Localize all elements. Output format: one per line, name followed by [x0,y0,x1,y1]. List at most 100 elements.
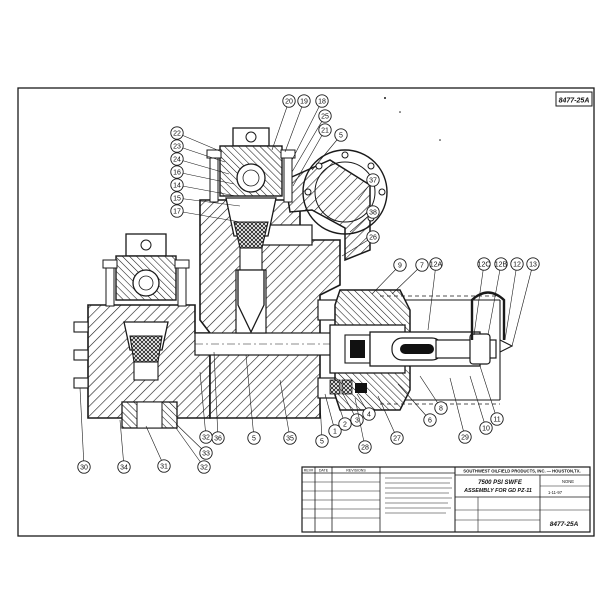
callout-11: 11 [479,365,504,426]
callout-label: 6 [428,417,432,424]
callout-leader [354,397,366,448]
callout-circle [366,230,380,244]
callout-leader [511,263,534,347]
callout-circle [170,152,184,166]
callout-label: 33 [202,450,210,457]
callout-label: 12C [478,261,491,268]
title-block: REV# DATE REVISIONS SOUTHWEST OILFIELD P… [301,466,591,533]
callout-leader [175,423,207,454]
callout-21: 21 [292,123,332,187]
callout-leader [291,100,323,161]
callout-circle [328,424,342,438]
callout-circle [415,258,429,272]
title-scale: NONE [562,479,574,484]
callout-6: 6 [397,383,437,427]
callout-circle [170,178,184,192]
callout-12C: 12C [473,257,491,336]
callout-16: 16 [170,165,235,185]
callout-leader [319,399,323,442]
title-line-1: 7500 PSI SWFE [478,480,523,486]
callout-circle [199,446,213,460]
callout-19: 19 [284,94,311,153]
callout-32: 32 [175,427,211,474]
callout-label: 5 [320,438,324,445]
callout-circle [362,407,376,421]
callout-label: 14 [173,182,181,189]
callout-circle [170,126,184,140]
callout-35: 35 [279,379,297,445]
callout-label: 13 [529,261,537,268]
flange-inner-ring [314,161,376,223]
callout-label: 21 [321,127,329,134]
callout-circle [479,421,493,435]
callout-circle [199,430,213,444]
callout-circle [366,173,380,187]
callout-circle [318,123,332,137]
callout-18: 18 [291,94,329,161]
callout-23: 23 [170,139,226,163]
callout-leader [176,171,235,185]
callout-12B: 12B [487,257,508,336]
callout-leader [311,134,342,171]
callout-leader [176,158,230,175]
callout-circle [423,413,437,427]
callout-circle [366,205,380,219]
title-date: 1-11-97 [548,490,563,495]
callout-label: 9 [398,262,402,269]
callout-label: 22 [173,130,181,137]
callout-label: 17 [173,208,181,215]
callout-17: 17 [170,204,241,223]
callout-label: 18 [318,98,326,105]
callout-label: 36 [214,435,222,442]
callout-9: 9 [371,258,407,295]
callout-24: 24 [170,152,230,175]
callout-leader [284,100,305,153]
callout-leader [176,132,223,153]
callout-leader [291,115,326,173]
callout-5: 5 [245,354,261,445]
callout-20: 20 [271,94,296,151]
flange-ring [302,149,388,235]
corner-number-box: 8477-25A [555,91,593,107]
sheet-border [17,87,595,537]
callout-circle [490,412,504,426]
callout-2: 2 [334,393,352,431]
callout-leader [176,210,241,223]
callout-circle [315,94,329,108]
callout-label: 37 [369,177,377,184]
callout-label: 28 [361,444,369,451]
callout-leader [377,395,398,439]
callout-circle [429,257,443,271]
callout-circle [117,460,131,474]
callout-circle [393,258,407,272]
callout-label: 32 [202,434,210,441]
callout-circle [477,257,491,271]
callout-4: 4 [356,393,376,421]
callout-leader [391,264,423,295]
callout-circle [458,430,472,444]
callout-circle [297,94,311,108]
callout-circle [170,204,184,218]
callout-label: 23 [173,143,181,150]
callout-label: 4 [367,411,371,418]
callout-label: 5 [339,132,343,139]
callout-circle [247,431,261,445]
callout-32: 32 [199,371,213,444]
upper-valve-cartridge [206,127,296,334]
callout-label: 12 [513,261,521,268]
callout-circle [338,417,352,431]
callout-leader [271,100,290,151]
callout-30: 30 [77,387,91,474]
callout-label: 32 [200,464,208,471]
callout-12A: 12A [427,257,443,331]
callout-leader [119,419,125,468]
lower-valve-cartridge [102,233,190,381]
callout-leader [176,197,241,207]
callout-leader [245,354,255,439]
callout-22: 22 [170,126,223,153]
callout-13: 13 [511,257,540,347]
callout-circle [510,257,524,271]
callout-leader [397,383,431,421]
